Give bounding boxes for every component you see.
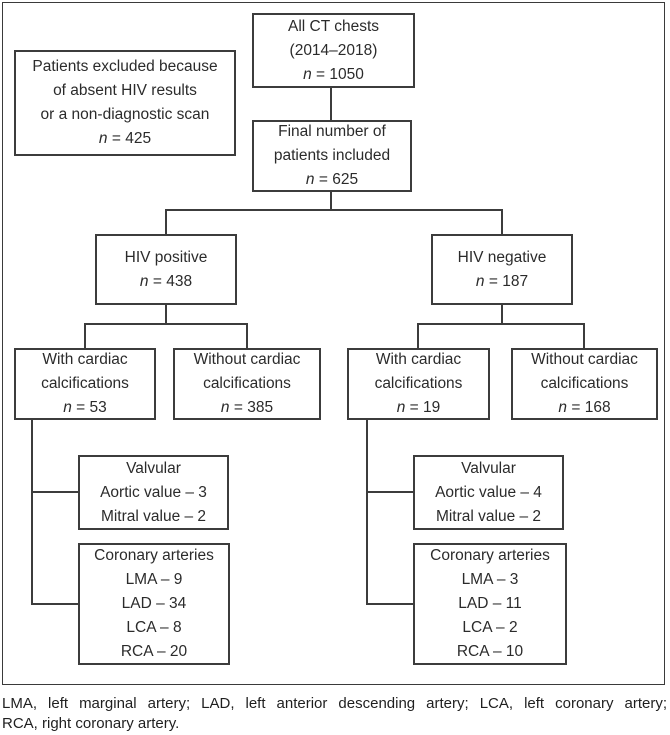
node-all-ct-chests: All CT chests (2014–2018) n = 1050 (252, 13, 415, 88)
n-count-line: n = 53 (63, 399, 107, 416)
connector-line (417, 323, 419, 348)
connector-line (31, 420, 33, 605)
node-hiv-negative-with-calcifications: With cardiac calcifications n = 19 (347, 348, 490, 420)
node-hiv-negative-coronary: Coronary arteries LMA – 3 LAD – 11 LCA –… (413, 543, 567, 665)
box-line: LMA – 9 (125, 571, 183, 588)
n-count-line: n = 425 (98, 130, 152, 147)
box-line: LMA – 3 (461, 571, 519, 588)
box-line: All CT chests (287, 17, 380, 35)
connector-line (246, 323, 248, 348)
box-line: LAD – 11 (458, 595, 522, 612)
box-line: (2014–2018) (289, 41, 378, 59)
connector-line (330, 192, 332, 210)
node-hiv-positive-with-calcifications: With cardiac calcifications n = 53 (14, 348, 156, 420)
connector-line (501, 209, 503, 234)
box-line: With cardiac (375, 351, 462, 368)
connector-line (31, 603, 78, 605)
n-count-line: n = 168 (558, 399, 611, 416)
connector-line (366, 420, 368, 605)
n-count-line: n = 1050 (303, 65, 364, 83)
node-hiv-positive-without-calcifications: Without cardiac calcifications n = 385 (173, 348, 321, 420)
box-line: LAD – 34 (121, 595, 187, 612)
node-hiv-positive-coronary: Coronary arteries LMA – 9 LAD – 34 LCA –… (78, 543, 230, 665)
box-line: Final number of (278, 123, 386, 140)
node-hiv-negative-valvular: Valvular Aortic value – 4 Mitral value –… (413, 455, 564, 530)
connector-line (366, 491, 413, 493)
n-count-line: n = 187 (475, 272, 529, 290)
box-line: With cardiac (42, 351, 128, 368)
connector-line (165, 209, 167, 234)
node-hiv-positive-valvular: Valvular Aortic value – 3 Mitral value –… (78, 455, 229, 530)
box-line: of absent HIV results (53, 82, 197, 99)
connector-line (417, 323, 585, 325)
box-line: Mitral value – 2 (435, 507, 542, 525)
box-line: Without cardiac (531, 351, 638, 368)
caption-line-1: LMA, left marginal artery; LAD, left ant… (2, 695, 667, 712)
box-line: HIV negative (457, 248, 547, 266)
node-hiv-positive: HIV positive n = 438 (95, 234, 237, 305)
box-title: Valvular (126, 459, 181, 477)
box-line: RCA – 20 (120, 643, 188, 660)
box-line: calcifications (41, 375, 129, 392)
box-line: RCA – 10 (456, 643, 524, 660)
box-line: Aortic value – 3 (100, 483, 207, 501)
connector-line (84, 323, 86, 348)
n-count-line: n = 19 (396, 399, 441, 416)
box-line: or a non-diagnostic scan (40, 106, 210, 123)
n-count-line: n = 625 (305, 171, 359, 188)
connector-line (330, 88, 332, 120)
connector-line (165, 209, 503, 211)
box-title: Coronary arteries (94, 547, 214, 564)
box-line: LCA – 8 (126, 619, 182, 636)
box-line: patients included (273, 147, 391, 164)
box-line: Patients excluded because (32, 58, 218, 75)
connector-line (84, 323, 248, 325)
box-title: Coronary arteries (430, 547, 550, 564)
box-line: HIV positive (124, 248, 208, 266)
connector-line (31, 491, 78, 493)
connector-line (501, 305, 503, 324)
node-patients-excluded: Patients excluded because of absent HIV … (14, 50, 236, 156)
box-title: Valvular (461, 459, 516, 477)
box-line: calcifications (374, 375, 463, 392)
figure-caption: LMA, left marginal artery; LAD, left ant… (2, 694, 667, 734)
box-line: Mitral value – 2 (100, 507, 207, 525)
box-line: LCA – 2 (462, 619, 518, 636)
box-line: Aortic value – 4 (435, 483, 542, 501)
box-line: Without cardiac (193, 351, 301, 368)
n-count-line: n = 438 (139, 272, 193, 290)
node-final-included: Final number of patients included n = 62… (252, 120, 412, 192)
box-line: calcifications (540, 375, 629, 392)
connector-line (366, 603, 413, 605)
n-count-line: n = 385 (220, 399, 274, 416)
caption-line-2: RCA, right coronary artery. (2, 715, 180, 732)
connector-line (583, 323, 585, 348)
node-hiv-negative: HIV negative n = 187 (431, 234, 573, 305)
box-line: calcifications (203, 375, 291, 392)
connector-line (165, 305, 167, 324)
node-hiv-negative-without-calcifications: Without cardiac calcifications n = 168 (511, 348, 658, 420)
